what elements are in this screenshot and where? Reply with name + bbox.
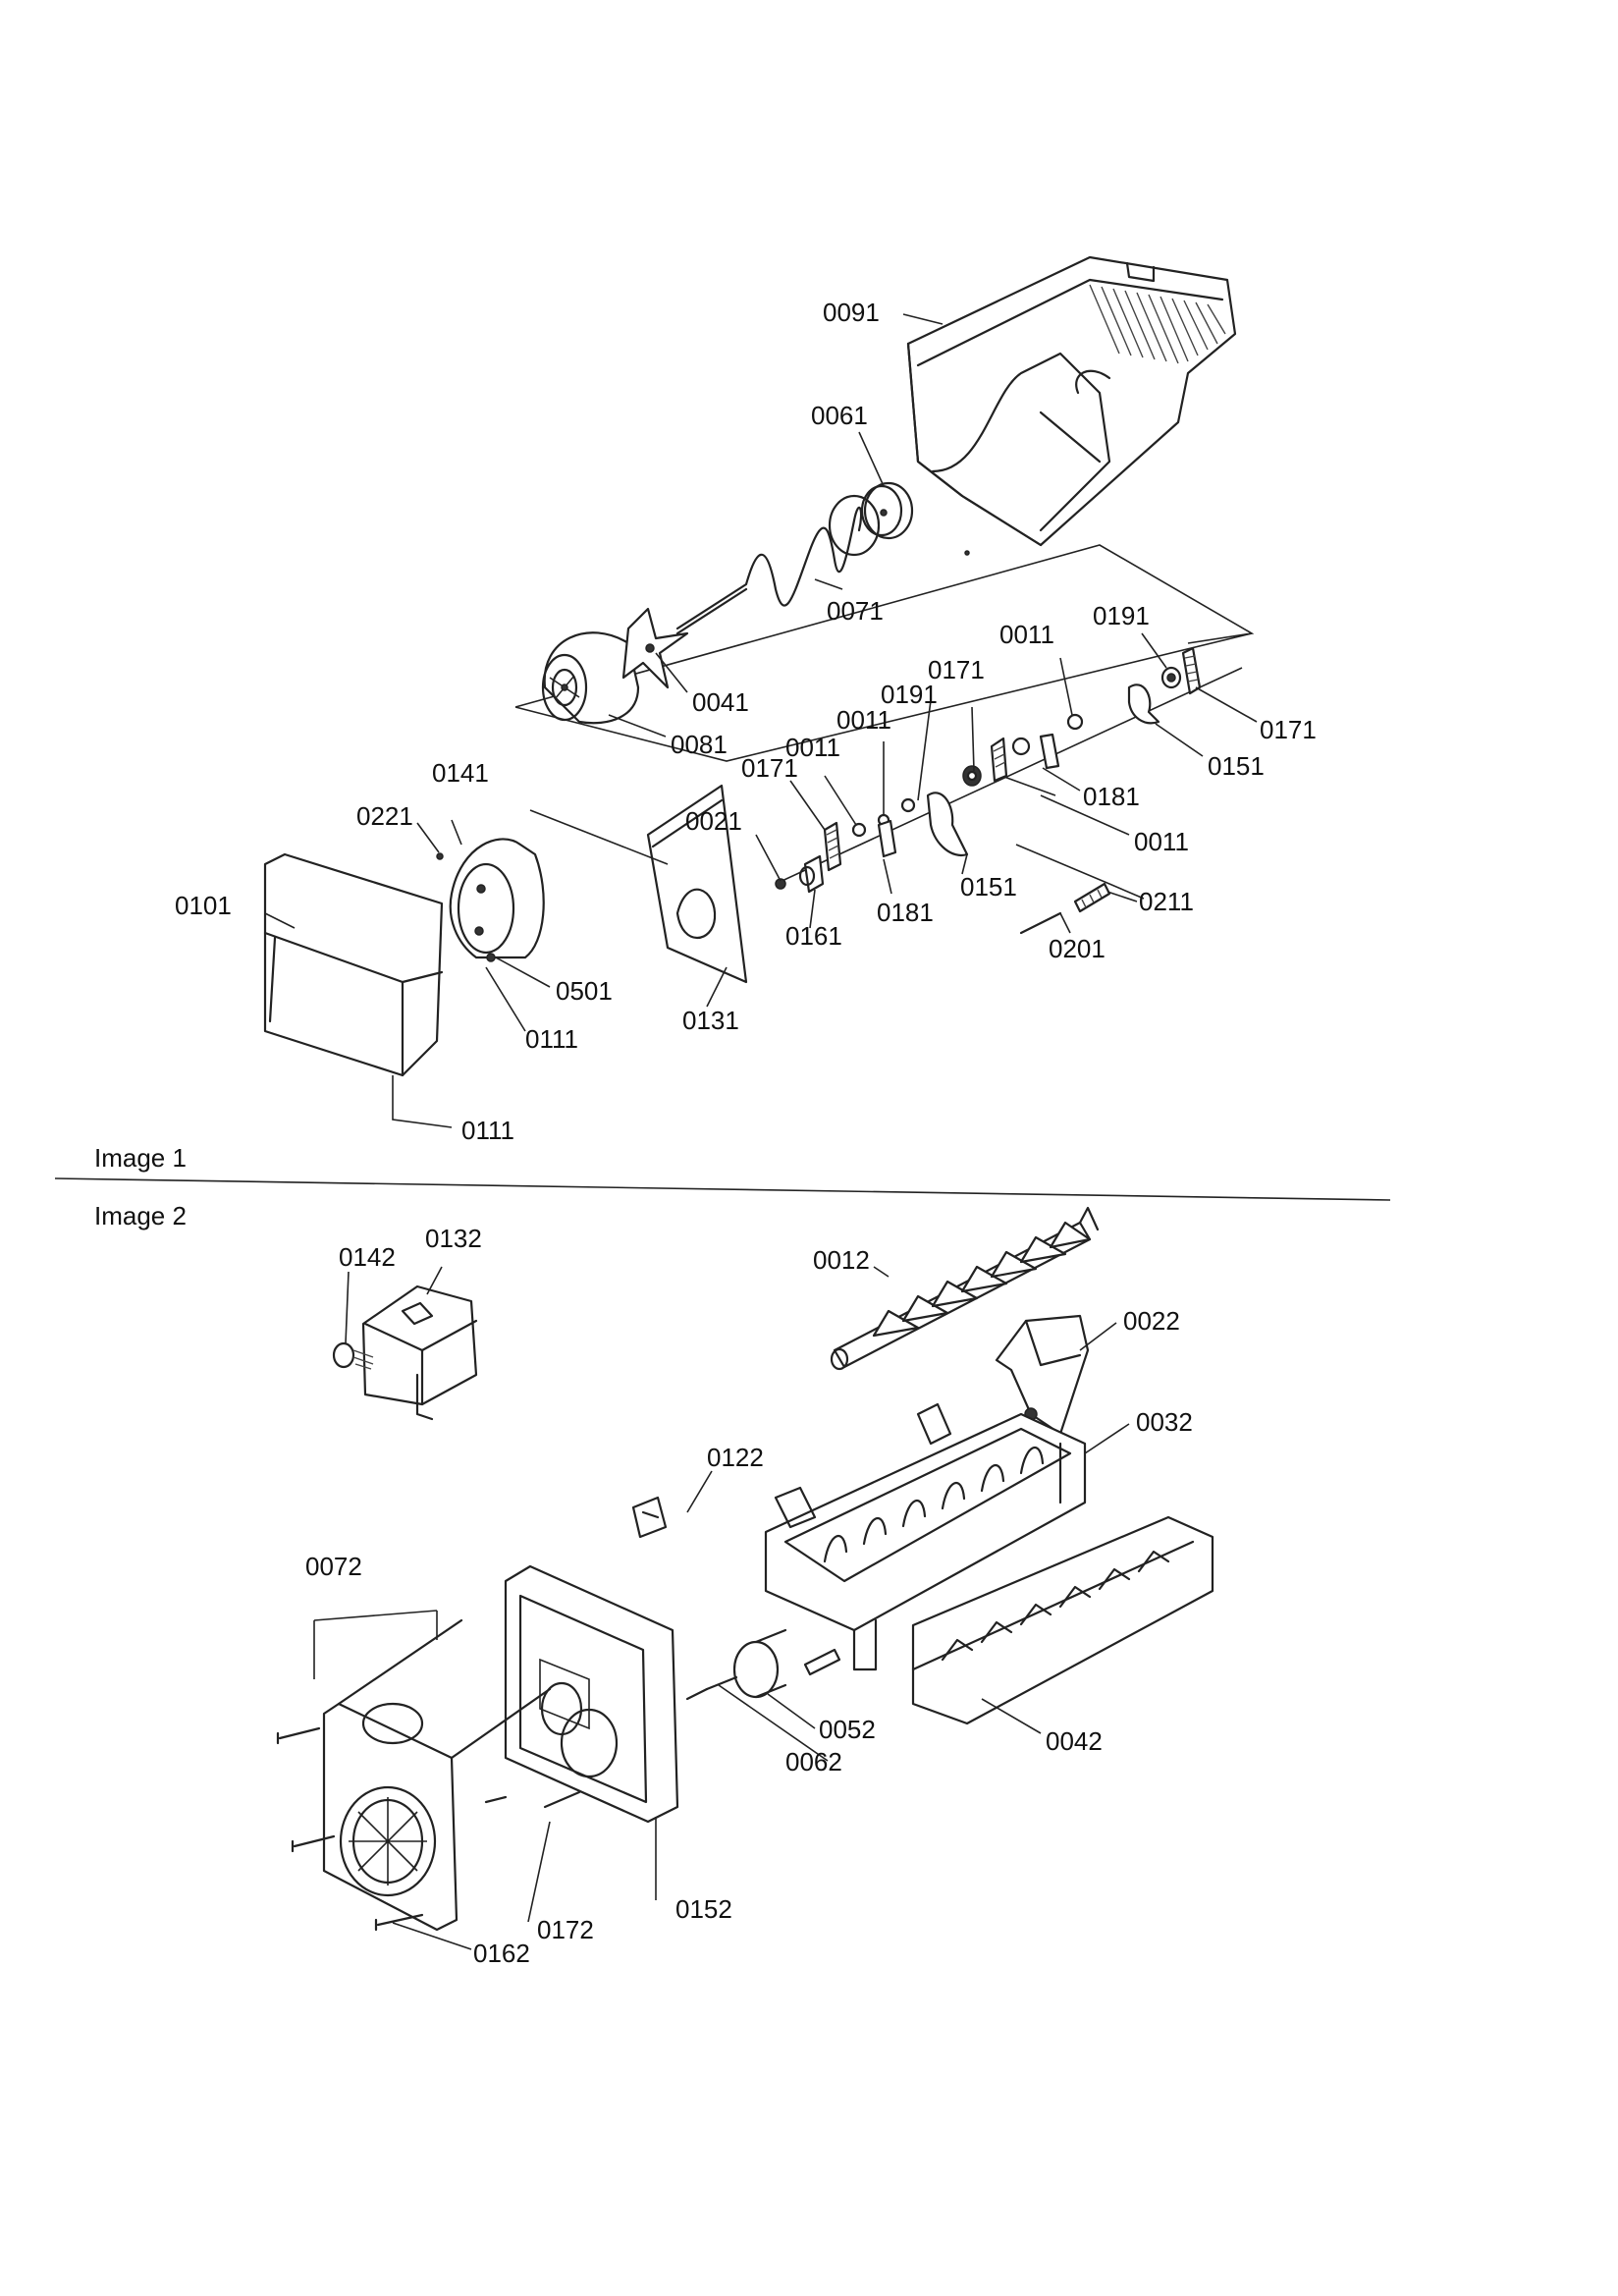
end-cap-0061	[860, 481, 914, 540]
ice-door-cover-0101	[263, 852, 496, 1128]
image-1-group: Image 1 0091 0061 0071 0041 0081 0011 01…	[54, 255, 1391, 1201]
callout-0191: 0191	[1093, 601, 1150, 630]
pin-0211-0201	[1019, 882, 1111, 935]
callout-0221: 0221	[356, 801, 413, 831]
image-divider	[54, 1177, 1391, 1201]
ice-bucket-0091	[906, 255, 1237, 556]
callout-0012: 0012	[813, 1245, 870, 1275]
callout-0131: 0131	[682, 1006, 739, 1035]
motor-0052	[685, 1628, 841, 1701]
ejector-shaft-0012	[830, 1206, 1100, 1371]
callout-0041: 0041	[692, 687, 749, 717]
crusher-shaft-line	[775, 667, 1243, 885]
callout-0501: 0501	[556, 976, 613, 1006]
auger-spring-0071	[675, 494, 881, 635]
callout-0111: 0111	[525, 1024, 578, 1054]
thermostat-cover-0132	[361, 1285, 478, 1421]
callout-0011: 0011	[1134, 827, 1189, 856]
callout-0162: 0162	[473, 1939, 530, 1968]
callout-0211: 0211	[1139, 887, 1194, 916]
callout-0032: 0032	[1136, 1407, 1193, 1437]
callout-0152: 0152	[675, 1894, 732, 1924]
callout-0151: 0151	[960, 872, 1017, 902]
callout-0142: 0142	[339, 1242, 396, 1272]
front-cover-0042	[911, 1515, 1214, 1725]
callout-0151: 0151	[1208, 751, 1265, 781]
callout-0072: 0072	[305, 1552, 362, 1581]
callout-0171: 0171	[1260, 715, 1317, 744]
callout-0011: 0011	[999, 620, 1054, 649]
callout-0181: 0181	[1083, 782, 1140, 811]
callout-0172: 0172	[537, 1915, 594, 1944]
clip-0122	[631, 1496, 668, 1539]
callout-0191: 0191	[881, 680, 938, 709]
screw-0142	[332, 1341, 374, 1370]
callout-0011: 0011	[785, 733, 840, 762]
callout-0201: 0201	[1049, 934, 1106, 963]
ice-mold-0032	[764, 1402, 1087, 1671]
callout-0101: 0101	[175, 891, 232, 920]
callout-0161: 0161	[785, 921, 842, 951]
bucket-grille	[1089, 284, 1226, 364]
image-2-title: Image 2	[94, 1201, 187, 1230]
control-module-0072	[313, 1611, 552, 1932]
crusher-parts-0011-0191-0171-0151-0181	[775, 646, 1202, 894]
callout-0141: 0141	[432, 758, 489, 788]
callout-0071: 0071	[827, 596, 884, 626]
callout-0091: 0091	[823, 298, 880, 327]
stripper-0022	[995, 1314, 1090, 1436]
callout-0022: 0022	[1123, 1306, 1180, 1336]
callout-0011: 0011	[836, 705, 891, 735]
callout-0021: 0021	[685, 806, 742, 836]
image-1-title: Image 1	[94, 1143, 187, 1173]
callout-0122: 0122	[707, 1443, 764, 1472]
callout-0052: 0052	[819, 1715, 876, 1744]
callout-0171: 0171	[928, 655, 985, 684]
module-housing-0152	[504, 1564, 679, 1824]
auger-assembly-outline	[514, 544, 1255, 708]
image-2-group: Image 2	[94, 1201, 1214, 1968]
callout-0132: 0132	[425, 1224, 482, 1253]
callout-0111: 0111	[461, 1116, 514, 1145]
crusher-blade-0041	[621, 607, 689, 689]
auger-drive-wheel-0081	[541, 631, 640, 725]
callout-0061: 0061	[811, 401, 868, 430]
mounting-plate-0131	[529, 784, 748, 984]
screws-0162-0172	[276, 1726, 581, 1932]
callout-0181: 0181	[877, 898, 934, 927]
callout-0062: 0062	[785, 1747, 842, 1777]
callout-0171: 0171	[741, 753, 798, 783]
callout-0042: 0042	[1046, 1726, 1103, 1756]
callout-0081: 0081	[671, 730, 728, 759]
crusher-housing-0141	[436, 838, 545, 959]
